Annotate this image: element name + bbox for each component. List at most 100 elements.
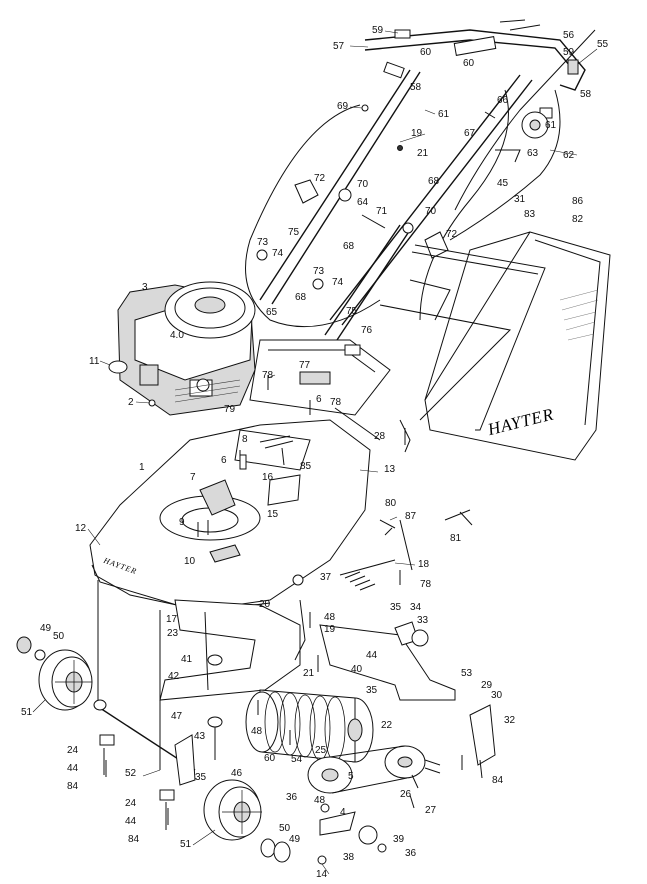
drive-pulleys — [307, 745, 441, 794]
callout-78: 78 — [420, 579, 432, 590]
handle-assembly — [245, 19, 596, 341]
callout-12: 12 — [75, 523, 87, 534]
callout-10: 10 — [184, 556, 196, 567]
callout-27: 27 — [425, 805, 437, 816]
callout-38: 38 — [343, 852, 355, 863]
callout-45: 45 — [497, 178, 509, 189]
callout-71: 71 — [376, 206, 388, 217]
callout-43: 43 — [194, 731, 206, 742]
callout-72: 72 — [446, 229, 458, 240]
callout-70: 70 — [357, 179, 369, 190]
callout-59: 59 — [372, 25, 384, 36]
callout-62: 62 — [563, 150, 575, 161]
callout-81: 81 — [450, 533, 462, 544]
callout-25: 25 — [315, 745, 327, 756]
callout-67: 67 — [464, 128, 476, 139]
callout-77: 77 — [299, 360, 311, 371]
callout-19: 19 — [324, 624, 336, 635]
height-adjuster — [93, 509, 473, 865]
callout-36: 36 — [405, 848, 417, 859]
callout-42: 42 — [168, 671, 180, 682]
callout-75: 75 — [346, 306, 358, 317]
callout-74: 74 — [332, 277, 344, 288]
callout-26: 26 — [400, 789, 412, 800]
callout-16: 16 — [262, 472, 274, 483]
callout-6: 6 — [221, 455, 227, 466]
engine-badge: 4.0 — [170, 330, 184, 341]
rear-chute — [249, 339, 391, 441]
callout-47: 47 — [171, 711, 183, 722]
callout-84: 84 — [128, 834, 140, 845]
engine: 4.0 — [108, 281, 256, 416]
callout-74: 74 — [272, 248, 284, 259]
callout-84: 84 — [67, 781, 79, 792]
callout-78: 78 — [262, 370, 274, 381]
callout-46: 46 — [231, 768, 243, 779]
callout-82: 82 — [572, 214, 584, 225]
callout-84: 84 — [492, 775, 504, 786]
callout-41: 41 — [181, 654, 193, 665]
callout-21: 21 — [303, 668, 315, 679]
callout-11: 11 — [89, 356, 100, 367]
callout-58: 58 — [580, 89, 592, 100]
callout-78: 78 — [330, 397, 342, 408]
callout-68: 68 — [428, 176, 440, 187]
callout-29: 29 — [481, 680, 493, 691]
callout-75: 75 — [288, 227, 300, 238]
callout-44: 44 — [67, 763, 79, 774]
callout-65: 65 — [266, 307, 278, 318]
callout-61: 61 — [545, 120, 557, 131]
callout-63: 63 — [527, 148, 539, 159]
callout-55: 55 — [597, 39, 609, 50]
callout-35: 35 — [366, 685, 378, 696]
callout-14: 14 — [316, 869, 328, 880]
callout-70: 70 — [425, 206, 437, 217]
callout-66: 66 — [497, 95, 509, 106]
callout-60: 60 — [420, 47, 432, 58]
callout-15: 15 — [267, 509, 279, 520]
callout-24: 24 — [67, 745, 79, 756]
callout-49: 49 — [40, 623, 52, 634]
callout-85: 85 — [300, 461, 312, 472]
callout-87: 87 — [405, 511, 417, 522]
callout-2: 2 — [128, 397, 134, 408]
callout-60: 60 — [463, 58, 475, 69]
callout-48: 48 — [314, 795, 326, 806]
callout-34: 34 — [410, 602, 422, 613]
callout-17: 17 — [166, 614, 178, 625]
callout-28: 28 — [374, 431, 386, 442]
callout-51: 51 — [21, 707, 33, 718]
callout-18: 18 — [418, 559, 430, 570]
callout-50: 50 — [53, 631, 65, 642]
callout-5: 5 — [348, 771, 354, 782]
callout-22: 22 — [381, 720, 393, 731]
callout-4: 4 — [340, 807, 346, 818]
callout-59: 59 — [563, 47, 575, 58]
callout-86: 86 — [572, 196, 584, 207]
callout-56: 56 — [563, 30, 575, 41]
callout-49: 49 — [289, 834, 301, 845]
callout-44: 44 — [366, 650, 378, 661]
callout-57: 57 — [333, 41, 345, 52]
callout-19: 19 — [411, 128, 423, 139]
callout-1: 1 — [139, 462, 145, 473]
callout-58: 58 — [410, 82, 422, 93]
callout-23: 23 — [167, 628, 179, 639]
leader-lines — [32, 30, 598, 875]
callout-36: 36 — [286, 792, 298, 803]
callout-33: 33 — [417, 615, 429, 626]
callout-73: 73 — [313, 266, 325, 277]
wheels — [16, 636, 291, 863]
callout-44: 44 — [125, 816, 137, 827]
callout-13: 13 — [384, 464, 396, 475]
callout-53: 53 — [461, 668, 473, 679]
callout-51: 51 — [180, 839, 192, 850]
callout-68: 68 — [343, 241, 355, 252]
callout-48: 48 — [324, 612, 336, 623]
callout-40: 40 — [351, 664, 363, 675]
grass-collector-box: HAYTER — [379, 231, 611, 461]
callout-73: 73 — [257, 237, 269, 248]
rear-roller — [245, 689, 374, 763]
callout-52: 52 — [125, 768, 137, 779]
callout-80: 80 — [385, 498, 397, 509]
